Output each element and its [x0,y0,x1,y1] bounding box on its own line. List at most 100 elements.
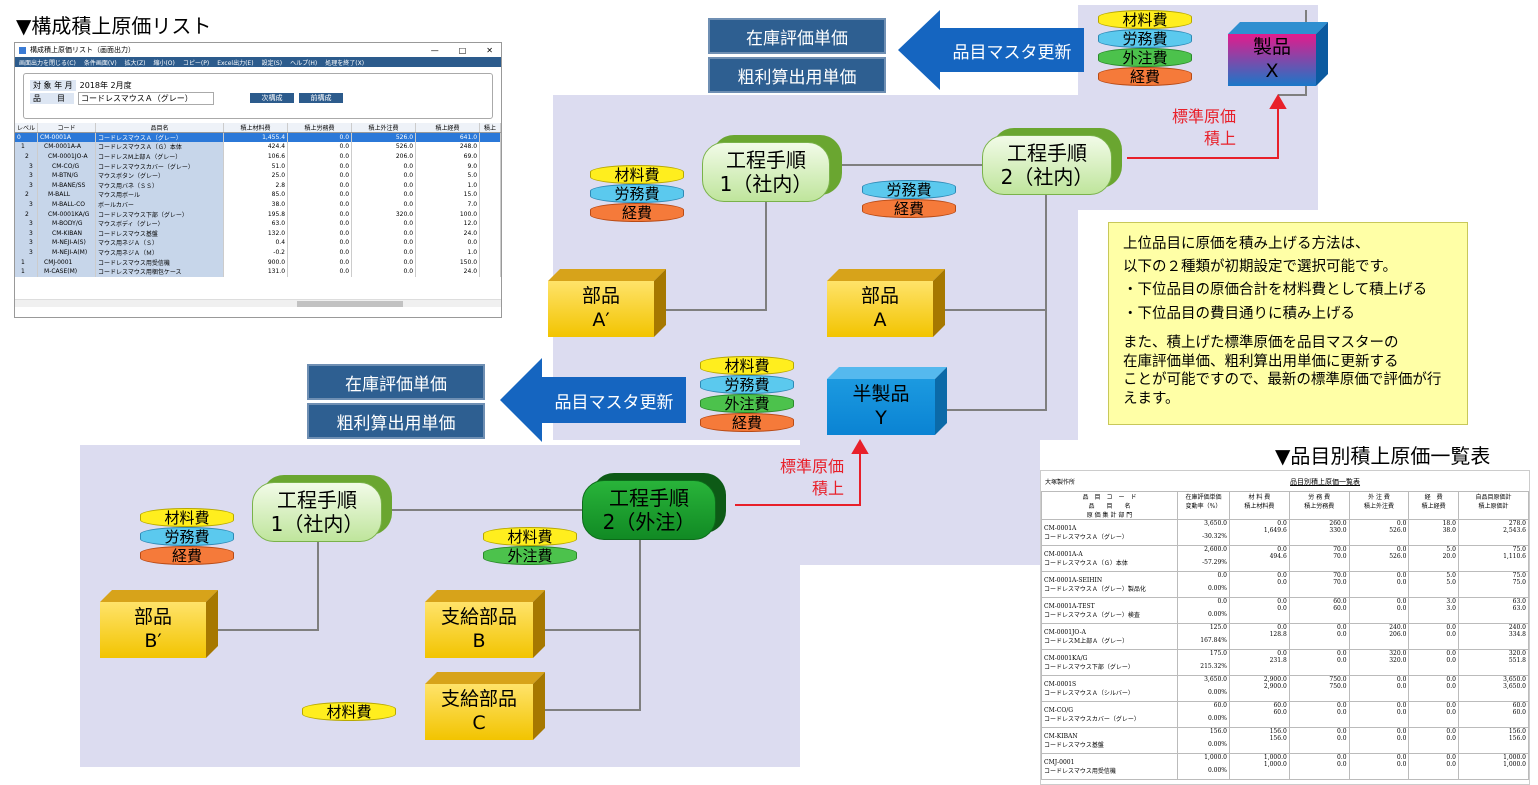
note-line: 在庫評価単価、粗利算出用単価に更新する [1123,353,1399,370]
master-update-label-top: 品目マスタ更新 [952,42,1072,63]
prev-structure-button[interactable]: 前構成 [299,93,343,103]
report-item-code: CM-KIBAN [1044,732,1078,740]
menu-condition[interactable]: 条件画面(V) [83,59,117,67]
col-outsource[interactable]: 積上外注費 [351,123,417,134]
report-value: 240.0 [1508,624,1526,631]
table-cell: コードレスマウスカバー（グレー） [95,161,225,171]
table-cell: 2 [15,190,39,200]
table-cell: CM-CO/G [37,161,97,171]
report-value: 70.0 [1333,553,1347,560]
menu-settings[interactable]: 設定(S) [261,59,283,67]
table-cell: 3 [15,238,39,248]
table-cell: 38.0 [223,199,289,210]
table-cell: 1.0 [415,247,481,258]
part-b-prime-code: B′ [144,630,162,652]
col-material[interactable]: 積上材料費 [223,123,289,134]
report-value: 320.0 [1508,650,1526,657]
maximize-icon[interactable]: □ [458,45,467,55]
item-value[interactable]: コードレスマウスＡ（グレー） [78,92,214,105]
table-cell: 1 [15,266,39,277]
report-value: 125.0 [1209,624,1227,631]
inventory-price-button-mid[interactable]: 在庫評価単価 [307,364,485,400]
report-value: 0.0 [1446,709,1456,716]
report-value: 0.0 [1337,624,1347,631]
table-cell: 1 [15,142,39,152]
menu-close-output[interactable]: 画面出力を閉じる(C) [19,59,76,67]
table-cell: 0.0 [287,132,353,143]
supplied-part-b-face: 支給部品 B [425,602,533,658]
report-value: 2,900.0 [1263,676,1287,683]
col-name[interactable]: 品目名 [95,123,225,134]
report-item-code: CMJ-0001 [1044,758,1075,766]
report-company: 大塚製作所 [1045,479,1076,486]
cost-report: 大塚製作所 品目別積上原価一覧表 品 目 コ ー ド 品 目 名 原 価 集 計… [1040,470,1530,785]
col-expense[interactable]: 積上経費 [415,123,481,134]
note-line: ことが可能ですので、最新の標準原価で評価が行 [1123,372,1442,389]
menu-zoom-in[interactable]: 拡大(Z) [124,59,146,67]
table-cell: CM-0001A-A [37,142,97,152]
report-value: 0.0 [1396,754,1407,761]
col-more[interactable]: 積上 [479,123,501,134]
table-cell: 3 [15,218,39,229]
cost-stack-process-4: 材料費 外注費 [483,527,577,565]
report-value: 2,543.6 [1503,527,1526,534]
table-cell [479,266,501,277]
report-value: 0.0 [1337,657,1347,664]
report-value: 0.0 [1446,676,1456,683]
minimize-icon[interactable]: — [430,45,439,55]
next-structure-button[interactable]: 次構成 [250,93,294,103]
gross-profit-price-button-mid[interactable]: 粗利算出用単価 [307,403,485,439]
note-line: また、積上げた標準原価を品目マスターの [1123,334,1399,351]
scrollbar-thumb[interactable] [297,301,403,307]
col-code[interactable]: コード [37,123,97,134]
report-value: 0.0 [1396,702,1407,709]
close-icon[interactable]: ✕ [486,45,493,55]
report-value: 320.0 [1389,650,1407,657]
menu-help[interactable]: ヘルプ(H) [290,59,318,67]
gross-profit-price-button-top[interactable]: 粗利算出用単価 [708,57,886,93]
report-title: ▼品目別積上原価一覧表 [1275,444,1491,468]
table-cell: M-NEJI-A(M) [37,247,97,258]
menu-copy[interactable]: コピー(P) [182,59,210,67]
report-value: 3.0 [1446,598,1456,605]
inventory-price-button-top[interactable]: 在庫評価単価 [708,18,886,54]
report-heading: 品目別積上原価一覧表 [1290,478,1361,486]
report-value: -57.29% [1202,559,1227,566]
table-cell: 0.0 [287,266,353,277]
report-value: 0.0 [1396,683,1407,690]
horizontal-scrollbar[interactable] [15,299,501,307]
menu-exit[interactable]: 処理を終了(X) [325,59,365,67]
col-labor[interactable]: 積上労務費 [287,123,353,134]
menu-zoom-out[interactable]: 縮小(O) [153,59,175,67]
report-value: 0.0 [1277,546,1287,553]
menu-excel[interactable]: Excel出力(E) [217,59,254,67]
report-value: 330.0 [1329,527,1347,534]
expense-cost-disk: 経費 [1098,67,1192,86]
table-cell [479,218,501,229]
report-value: 0.0 [1446,754,1456,761]
col-level[interactable]: レベル [15,123,39,134]
